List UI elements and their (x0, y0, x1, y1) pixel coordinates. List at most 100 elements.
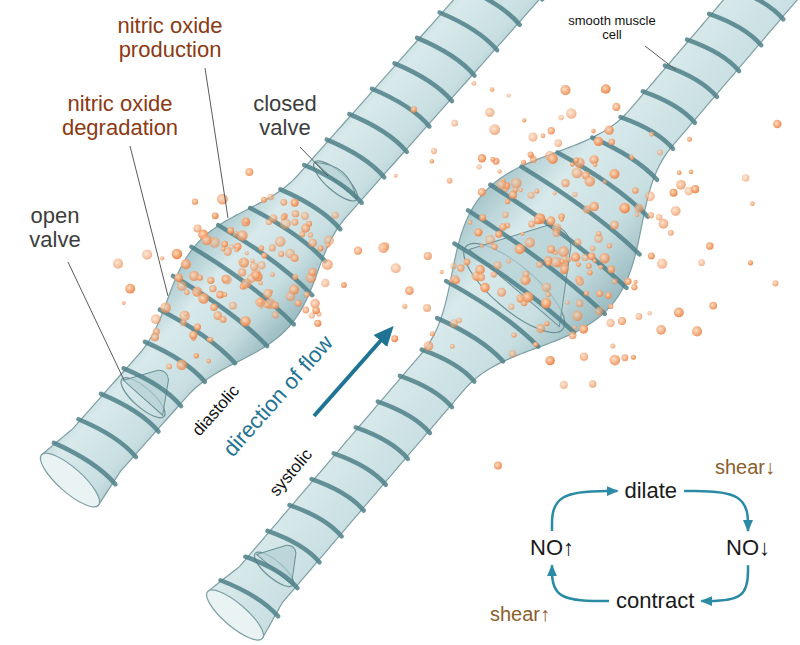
smooth-muscle-band (665, 57, 718, 104)
nitric-oxide-particle (430, 331, 435, 336)
nitric-oxide-particle (750, 201, 755, 206)
nitric-oxide-particle (476, 164, 481, 169)
nitric-oxide-particle (463, 259, 470, 266)
nitric-oxide-particle (424, 341, 434, 351)
nitric-oxide-particle (326, 243, 331, 248)
nitric-oxide-particle (636, 313, 643, 320)
cycle-term: NO↑ (526, 534, 578, 562)
nitric-oxide-particle (560, 264, 569, 273)
nitric-oxide-particle (668, 230, 674, 236)
nitric-oxide-particle (354, 247, 362, 255)
nitric-oxide-particle (528, 192, 535, 199)
cycle-text: contract (616, 589, 694, 613)
nitric-oxide-particle (610, 344, 615, 349)
nitric-oxide-particle (151, 314, 161, 324)
nitric-oxide-particle (691, 185, 699, 193)
nitric-oxide-particle (581, 254, 588, 261)
nitric-oxide-particles (113, 81, 781, 470)
nitric-oxide-particle (528, 132, 537, 141)
nitric-oxide-particle (238, 268, 246, 276)
nitric-oxide-particle (239, 259, 243, 263)
nitric-oxide-particle (559, 217, 563, 221)
nitric-oxide-particle (208, 337, 213, 342)
nitric-oxide-particle (493, 261, 501, 269)
nitric-oxide-particle (587, 270, 592, 275)
vessel-opening (34, 446, 107, 515)
nitric-oxide-particle (453, 277, 460, 284)
nitric-oxide-particle (674, 308, 684, 318)
smooth-muscle-band (422, 341, 475, 389)
smooth-muscle-band (191, 239, 294, 332)
nitric-oxide-particle (405, 286, 414, 295)
nitric-oxide-particle (572, 192, 577, 197)
nitric-oxide-particle (209, 285, 216, 292)
annotation-label: shear↑ (490, 603, 550, 625)
nitric-oxide-particle (709, 302, 717, 310)
nitric-oxide-particle (525, 238, 535, 248)
nitric-oxide-particle (318, 245, 324, 251)
smooth-muscle-band (753, 0, 800, 1)
nitric-oxide-particle (632, 187, 638, 193)
nitric-oxide-particle (599, 253, 610, 264)
nitric-oxide-particle (450, 344, 455, 349)
nitric-oxide-particle (633, 280, 637, 284)
nitric-oxide-particle (574, 239, 581, 246)
nitric-oxide-particle (570, 162, 575, 167)
nitric-oxide-particle (773, 120, 781, 128)
nitric-oxide-particle (423, 304, 431, 312)
nitric-oxide-particle (610, 355, 621, 366)
smooth-muscle-band (378, 393, 431, 440)
nitric-oxide-particle (257, 261, 266, 270)
nitric-oxide-particle (560, 85, 570, 95)
nitric-oxide-particle (450, 319, 458, 327)
smooth-muscle-band (267, 523, 320, 570)
cycle-arrow (552, 491, 618, 531)
nitric-oxide-particle (573, 157, 579, 163)
nitric-oxide-particle (536, 261, 543, 268)
nitric-oxide-particle (391, 335, 398, 342)
cycle-text: dilate (625, 479, 678, 503)
nitric-oxide-particle (281, 215, 286, 220)
leader-line (205, 68, 228, 218)
nitric-oxide-particle (308, 239, 317, 248)
nitric-oxide-particle (301, 212, 309, 220)
nitric-oxide-particle (534, 213, 545, 224)
smooth-muscle-band (417, 30, 475, 83)
nitric-oxide-particle (321, 279, 330, 288)
leader-line (68, 262, 124, 380)
smooth-muscle-band (485, 0, 543, 7)
nitric-oxide-particle (608, 139, 615, 146)
nitric-oxide-particle (278, 251, 284, 257)
nitric-oxide-particle (220, 316, 227, 323)
nitric-oxide-particle (560, 259, 565, 264)
nitric-oxide-particle (291, 219, 298, 226)
nitric-oxide-particle (194, 323, 201, 330)
nitric-oxide-particle (181, 259, 191, 269)
nitric-oxide-particle (677, 170, 682, 175)
nitric-oxide-particle (180, 320, 186, 326)
nitric-oxide-particle (125, 284, 135, 294)
nitric-oxide-particle (541, 282, 551, 292)
nitric-oxide-particle (306, 221, 312, 227)
nitric-oxide-particle (497, 180, 507, 190)
nitric-oxide-particle (536, 324, 545, 333)
smooth-muscle-band (78, 411, 136, 464)
nitric-oxide-particle (491, 271, 497, 277)
nitric-oxide-particle (479, 243, 484, 248)
nitric-oxide-particle (572, 167, 583, 178)
nitric-oxide-particle (607, 243, 613, 249)
smooth-muscle-band (709, 6, 762, 53)
nitric-oxide-particle (593, 259, 597, 263)
nitric-oxide-particle (198, 293, 209, 304)
nitric-oxide-particle (594, 137, 603, 146)
smooth-muscle-band (468, 202, 605, 321)
smooth-muscle-band (400, 368, 453, 415)
nitric-oxide-particle (671, 206, 681, 216)
nitric-oxide-particle (394, 174, 398, 178)
nitric-oxide-particle (706, 242, 713, 249)
nitric-oxide-particle (515, 244, 525, 254)
nitric-oxide-particle (647, 311, 652, 316)
nitric-oxide-particle (494, 462, 502, 470)
nitric-oxide-particle (561, 179, 569, 187)
nitric-oxide-particle (670, 189, 678, 197)
